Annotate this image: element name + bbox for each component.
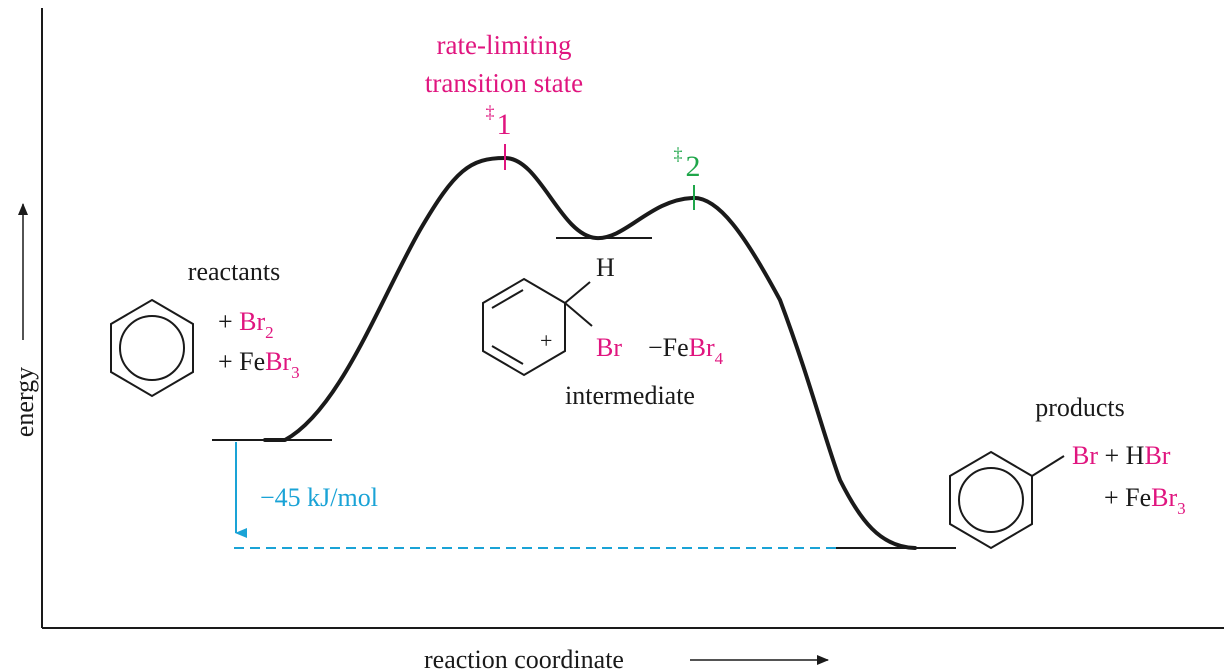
arenium-ion-structure xyxy=(482,277,593,377)
reactants-line1: + Br2 xyxy=(218,307,274,342)
benzene-product xyxy=(949,450,1065,550)
products-line2: + FeBr3 xyxy=(1104,483,1186,518)
x-axis-label: reaction coordinate xyxy=(424,645,624,672)
delta-e-label: −45 kJ/mol xyxy=(260,483,378,512)
reactants-line2: + FeBr3 xyxy=(218,347,300,382)
reactants-title: reactants xyxy=(188,257,280,286)
intermediate-anion: −FeBr4 xyxy=(648,333,724,368)
ts1-caption-line1: rate-limiting xyxy=(437,30,572,60)
products-line1: Br + HBr xyxy=(1072,441,1171,470)
intermediate-title: intermediate xyxy=(565,381,695,410)
ts2-number: 2 xyxy=(686,150,701,183)
benzene-reactant xyxy=(110,298,194,398)
ts1-dagger: ‡ xyxy=(486,102,495,122)
products-title: products xyxy=(1035,393,1125,422)
intermediate-charge: + xyxy=(540,328,552,353)
intermediate-h: H xyxy=(596,253,615,282)
ts1-number: 1 xyxy=(497,108,512,141)
ts1-caption-line2: transition state xyxy=(425,68,583,98)
reaction-energy-curve xyxy=(263,156,917,550)
intermediate-br: Br xyxy=(596,333,622,362)
ts2-dagger: ‡ xyxy=(674,144,683,164)
y-axis-label: energy xyxy=(10,367,39,437)
